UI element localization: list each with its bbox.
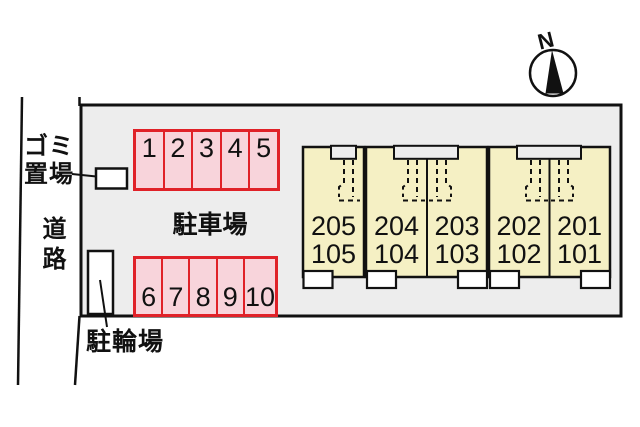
unit-number-102: 102 — [496, 239, 542, 269]
parking-space-10: 10 — [242, 259, 275, 314]
unit-number-103: 103 — [434, 239, 480, 269]
unit-number-201: 201 — [556, 211, 603, 241]
staircase-dashes-205 — [338, 160, 360, 202]
entrance-tab-205 — [302, 269, 334, 290]
entrance-tab-204 — [365, 269, 398, 290]
staircase-dashes-202 — [525, 160, 548, 202]
parking-space-9: 9 — [215, 259, 243, 314]
parking-space-3: 3 — [191, 132, 220, 188]
garbage-area-label: ゴミ 置場 — [22, 133, 76, 189]
staircase-dashes-204 — [402, 160, 425, 202]
bicycle-parking-box — [86, 249, 115, 316]
unit-number-205: 205 — [310, 211, 357, 241]
staircase-dashes-203 — [429, 160, 452, 202]
road-left-edge-line — [16, 96, 24, 386]
compass-needle — [545, 50, 564, 94]
parking-space-6: 6 — [141, 282, 157, 312]
unit-number-101: 101 — [556, 239, 603, 269]
unit-label-205-105: 205 105 — [303, 212, 364, 268]
entrance-tab-201 — [579, 269, 612, 290]
unit-label-203-103: 203 103 — [427, 212, 487, 268]
stairwell-notch-a — [330, 144, 357, 160]
unit-number-202: 202 — [496, 211, 542, 241]
parking-space-5: 5 — [248, 132, 277, 188]
parking-row-top: 1 2 3 4 5 — [133, 129, 280, 191]
road-right-edge-line-bottom — [73, 315, 81, 386]
unit-number-105: 105 — [310, 239, 357, 269]
garbage-label-line2: 置場 — [24, 161, 74, 188]
unit-label-201-101: 201 101 — [549, 212, 610, 268]
unit-number-203: 203 — [434, 211, 480, 241]
parking-lot-label: 駐車場 — [172, 211, 248, 239]
stairwell-notch-c — [516, 144, 582, 160]
unit-number-204: 204 — [373, 211, 420, 241]
parking-space-4: 4 — [219, 132, 249, 188]
garbage-box — [94, 167, 129, 190]
parking-space-1: 1 — [141, 133, 157, 163]
unit-label-204-104: 204 104 — [366, 212, 427, 268]
staircase-dashes-201 — [551, 160, 574, 202]
unit-number-104: 104 — [373, 239, 420, 269]
stairwell-notch-b — [393, 144, 459, 160]
parking-row-bottom: 6 7 8 9 10 — [133, 256, 278, 317]
garbage-label-line1: ゴミ — [24, 133, 74, 160]
bicycle-pointer-line — [99, 279, 108, 328]
parking-space-2: 2 — [162, 132, 192, 188]
entrance-tab-203 — [456, 269, 489, 290]
entrance-tab-202 — [488, 269, 521, 290]
bicycle-parking-label: 駐輪場 — [86, 328, 165, 356]
unit-label-202-102: 202 102 — [489, 212, 549, 268]
road-label: 道路 — [38, 216, 65, 276]
parking-space-8: 8 — [188, 259, 215, 314]
parking-space-7: 7 — [161, 259, 188, 314]
